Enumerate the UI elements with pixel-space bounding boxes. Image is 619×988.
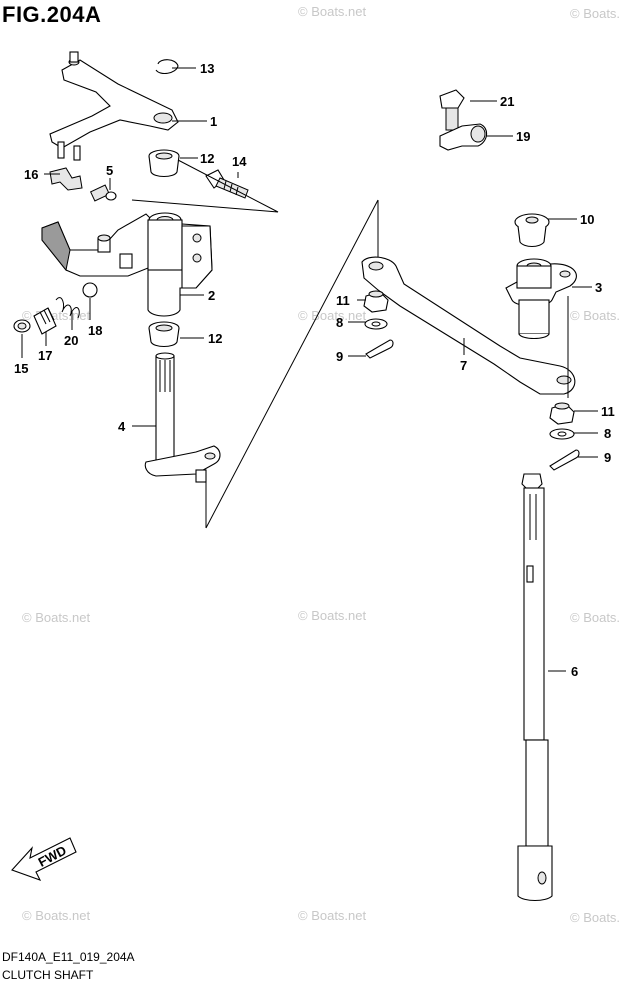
callout-9: 9 xyxy=(336,349,343,364)
detent-parts xyxy=(13,282,98,335)
circlip-part xyxy=(155,59,179,75)
watermark: © Boats.net xyxy=(570,308,619,323)
callout-17: 17 xyxy=(38,348,52,363)
lever-part xyxy=(49,51,179,161)
watermark: © Boats.net xyxy=(22,610,91,625)
callout-12b: 12 xyxy=(208,331,222,346)
bushing-lower-part xyxy=(148,321,180,348)
watermark: © Boats.net xyxy=(570,910,619,925)
joint-part xyxy=(505,258,577,340)
clamp-part xyxy=(439,123,488,151)
callout-8b: 8 xyxy=(604,426,611,441)
callout-2: 2 xyxy=(208,288,215,303)
callout-6: 6 xyxy=(571,664,578,679)
callout-7: 7 xyxy=(460,358,467,373)
figure-title: FIG.204A xyxy=(2,2,102,27)
bushing-upper-part xyxy=(148,149,180,178)
fwd-arrow-icon: FWD xyxy=(11,837,77,881)
callout-8: 8 xyxy=(336,315,343,330)
watermark: © Boats.net xyxy=(570,610,619,625)
leader-line xyxy=(131,159,279,213)
callout-9b: 9 xyxy=(604,450,611,465)
cap-part xyxy=(514,213,550,248)
callout-10: 10 xyxy=(580,212,594,227)
callout-14: 14 xyxy=(232,154,247,169)
clip-part xyxy=(49,167,83,191)
callout-5: 5 xyxy=(106,163,113,178)
bolt-part xyxy=(205,169,249,199)
callout-16: 16 xyxy=(24,167,38,182)
bolt-21-part xyxy=(439,89,465,131)
callout-18: 18 xyxy=(88,323,102,338)
housing-part xyxy=(41,212,213,317)
callout-1: 1 xyxy=(210,114,217,129)
callout-21: 21 xyxy=(500,94,514,109)
left-fastener-parts xyxy=(363,290,394,359)
fwd-label: FWD xyxy=(36,843,69,870)
watermark: © Boats.net xyxy=(570,6,619,21)
watermark: © Boats.net xyxy=(298,4,367,19)
watermark: © Boats.net xyxy=(22,908,91,923)
figure-code: DF140A_E11_019_204A xyxy=(2,950,135,964)
callout-19: 19 xyxy=(516,129,530,144)
callout-20: 20 xyxy=(64,333,78,348)
callout-11b: 11 xyxy=(601,404,615,419)
callout-15: 15 xyxy=(14,361,28,376)
leader-line xyxy=(205,199,379,529)
right-fastener-parts xyxy=(549,402,580,471)
clutch-shaft-part xyxy=(517,473,553,902)
callout-13: 13 xyxy=(200,61,214,76)
callout-numbers: 13 1 12 14 16 5 2 12 15 17 20 18 4 21 19… xyxy=(14,61,615,679)
shift-shaft-part xyxy=(144,352,221,483)
callout-3: 3 xyxy=(595,280,602,295)
figure-caption: CLUTCH SHAFT xyxy=(2,968,94,982)
callout-leaders xyxy=(21,67,598,672)
callout-11: 11 xyxy=(336,293,350,308)
watermark: © Boats.net xyxy=(298,608,367,623)
callout-12: 12 xyxy=(200,151,214,166)
grease-nipple-part xyxy=(89,184,117,202)
link-part xyxy=(361,256,576,395)
callout-4: 4 xyxy=(118,419,126,434)
watermark: © Boats.net xyxy=(298,908,367,923)
